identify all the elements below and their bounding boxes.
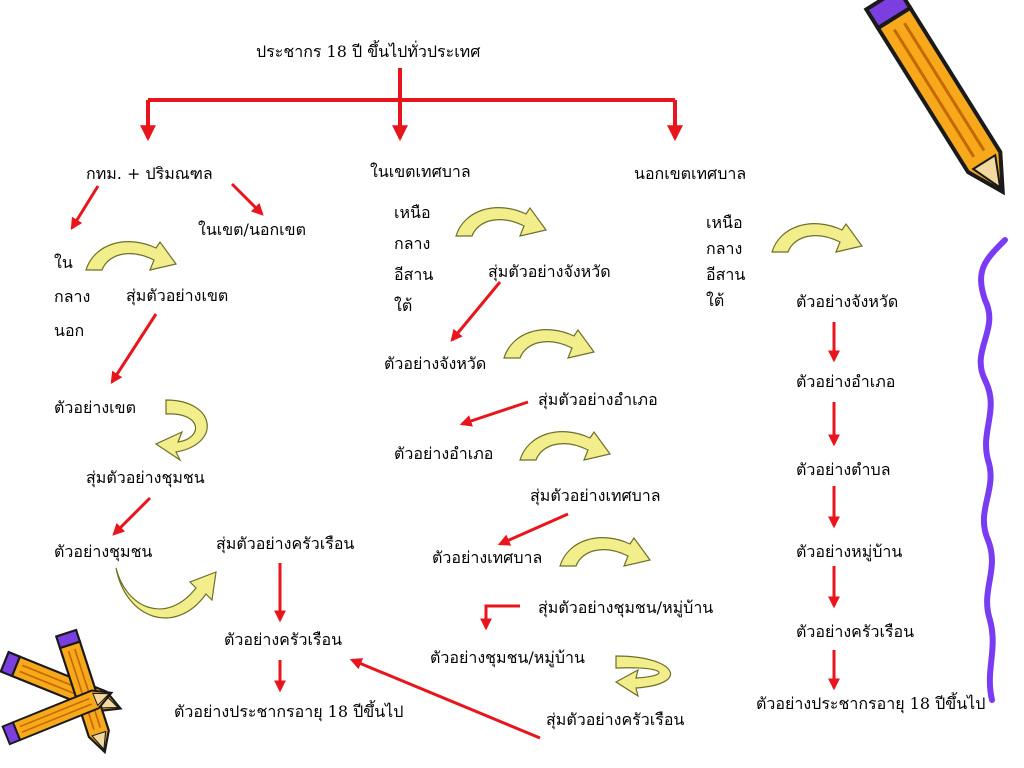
label-sample-province: สุ่มตัวอย่างจังหวัด — [488, 262, 611, 281]
curved-arrow-icon — [559, 537, 651, 567]
curved-arrow-icon — [154, 399, 208, 462]
arrow-bkk-to-inout — [230, 182, 264, 216]
label-sample-amphoe: สุ่มตัวอย่างอำเภอ — [538, 390, 658, 409]
label-nm-population-sample: ตัวอย่างประชากรอายุ 18 ปีขึ้นไป — [756, 694, 986, 713]
label-nm-village-sample: ตัวอย่างหมู่บ้าน — [796, 542, 903, 561]
branch-bkk: กทม. + ปริมณฑล — [86, 164, 213, 183]
arrow-long-to-household — [349, 658, 541, 740]
curved-arrow-icon — [503, 329, 595, 359]
curved-arrow-icon — [455, 207, 547, 237]
label-nm-province-sample: ตัวอย่างจังหวัด — [796, 292, 899, 311]
squiggle-line-icon — [977, 237, 1008, 703]
label-population-sample: ตัวอย่างประชากรอายุ 18 ปีขึ้นไป — [174, 702, 404, 721]
region-item: อีสาน — [394, 265, 434, 284]
label-amphoe-sample: ตัวอย่างอำเภอ — [394, 444, 494, 463]
label-community-village-sample: ตัวอย่างชุมชน/หมู่บ้าน — [430, 648, 585, 667]
arrow-to-district-sample — [110, 313, 158, 385]
label-district-sample: ตัวอย่างเขต — [54, 398, 136, 417]
pencil-icon — [864, 0, 1021, 204]
branch-non-municipal: นอกเขตเทศบาล — [634, 164, 747, 183]
region-item: กลาง — [394, 234, 431, 253]
branch-municipal: ในเขตเทศบาล — [370, 162, 471, 181]
arrow-bkk-to-zones — [70, 185, 100, 231]
arrow-to-community-village — [480, 604, 520, 631]
label-sample-municipality: สุ่มตัวอย่างเทศบาล — [530, 486, 661, 505]
zone-list: ใน กลาง นอก — [54, 250, 90, 344]
label-sample-household: สุ่มตัวอย่างครัวเรือน — [216, 534, 355, 553]
region-item: เหนือ — [706, 213, 743, 232]
zone-item: กลาง — [54, 287, 91, 306]
curved-arrow-icons — [85, 207, 863, 698]
zone-item: ใน — [54, 253, 73, 272]
region-item: กลาง — [706, 239, 743, 258]
arrow-to-municipality — [497, 512, 569, 546]
arrow-to-community-sample — [112, 496, 152, 536]
curved-arrow-icon — [519, 431, 611, 461]
flow-arrows — [70, 182, 840, 740]
non-municipal-region-list: เหนือ กลาง อีสาน ใต้ — [706, 210, 745, 314]
region-item: ใต้ — [706, 291, 725, 310]
label-nm-amphoe-sample: ตัวอย่างอำเภอ — [796, 372, 896, 391]
zone-item: นอก — [54, 321, 85, 340]
region-item: ใต้ — [394, 296, 413, 315]
crossed-pencils-icon — [0, 628, 126, 757]
label-province-sample: ตัวอย่างจังหวัด — [384, 354, 487, 373]
label-municipal-sample-household: สุ่มตัวอย่างครัวเรือน — [546, 710, 685, 729]
region-item: เหนือ — [394, 203, 431, 222]
label-municipality-sample: ตัวอย่างเทศบาล — [432, 548, 543, 567]
diagram-title: ประชากร 18 ปี ขึ้นไปทั่วประเทศ — [256, 42, 481, 61]
curved-arrow-icon — [85, 241, 177, 271]
label-nm-household-sample: ตัวอย่างครัวเรือน — [796, 622, 915, 641]
label-sample-community-village: สุ่มตัวอย่างชุมชน/หมู่บ้าน — [538, 598, 714, 617]
region-item: อีสาน — [706, 265, 746, 284]
label-community-sample: ตัวอย่างชุมชน — [54, 542, 153, 561]
curved-arrow-icon — [771, 223, 863, 253]
curved-arrow-icon — [115, 567, 217, 619]
arrow-to-province — [450, 281, 502, 342]
label-in-out: ในเขต/นอกเขต — [198, 220, 306, 239]
top-tree-connector — [140, 68, 683, 142]
label-sample-district: สุ่มตัวอย่างเขต — [126, 286, 229, 305]
label-household-sample: ตัวอย่างครัวเรือน — [224, 630, 343, 649]
label-nm-tambon-sample: ตัวอย่างตำบล — [796, 460, 891, 479]
municipal-region-list: เหนือ กลาง อีสาน ใต้ — [394, 200, 433, 319]
label-sample-community: สุ่มตัวอย่างชุมชน — [86, 468, 205, 487]
curved-arrow-icon — [614, 655, 671, 698]
arrow-to-amphoe — [459, 400, 529, 427]
